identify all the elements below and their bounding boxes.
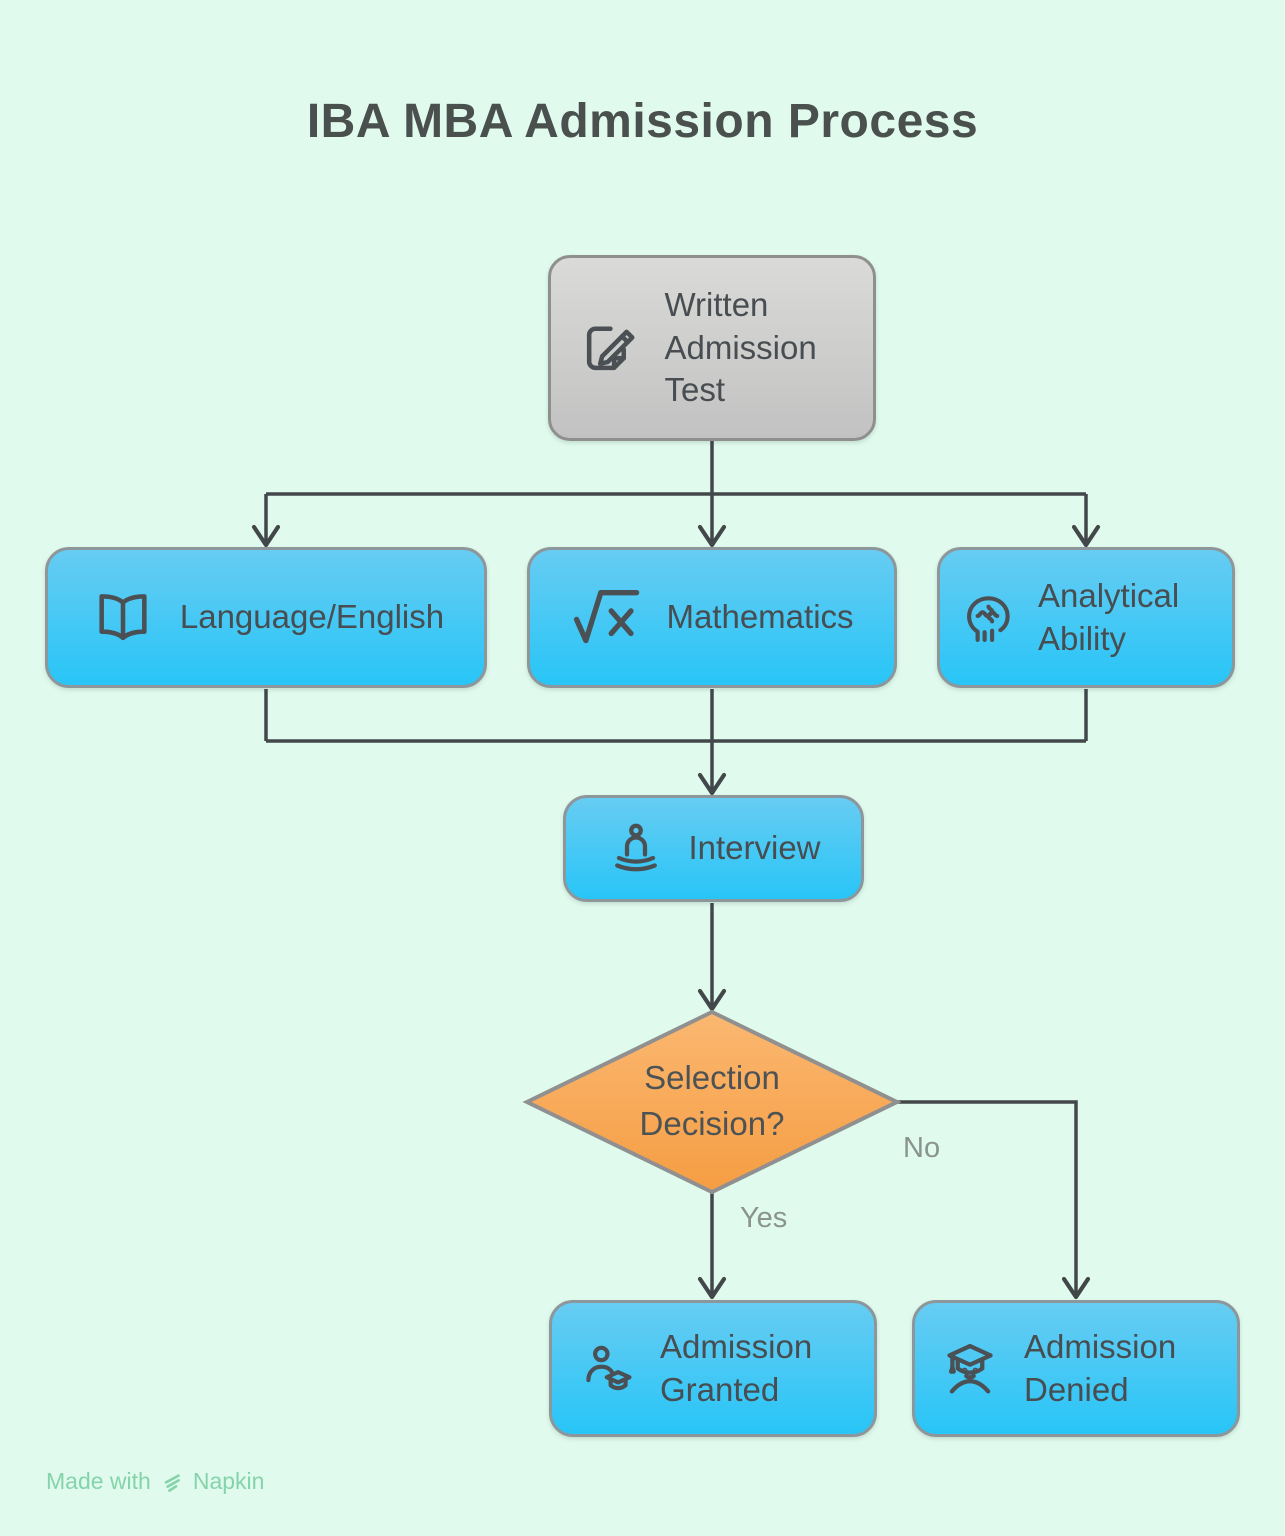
graduate-face-icon [938,1337,1002,1401]
made-with-napkin-watermark: Made with Napkin [46,1468,264,1495]
node-label: Admission Denied [1024,1327,1177,1408]
pencil-note-icon [575,314,643,382]
page-title: IBA MBA Admission Process [306,95,979,148]
square-root-icon [570,587,644,649]
head-puzzle-icon [958,587,1020,649]
branch-label-yes: Yes [740,1202,788,1234]
node-label: Interview [688,829,821,867]
node-analytical-ability: Analytical Ability [937,547,1235,688]
node-label: Language/English [179,598,445,636]
brand-text: Napkin [192,1468,265,1494]
made-with-text: Made with [46,1468,151,1494]
person-gradcap-icon [576,1338,638,1400]
node-label: Mathematics [666,598,854,636]
node-label: Admission Granted [660,1327,813,1408]
node-mathematics: Mathematics [527,547,897,688]
node-label: Analytical Ability [1038,576,1180,657]
node-admission-denied: Admission Denied [912,1300,1240,1437]
open-book-icon [88,586,158,650]
napkin-logo-icon [164,1473,180,1492]
node-label: Written Admission Test [664,285,817,409]
node-selection-decision: Selection Decision? [639,1059,785,1143]
branch-label-no: No [903,1132,941,1164]
node-admission-granted: Admission Granted [549,1300,877,1437]
person-seated-icon [606,819,666,879]
node-language-english: Language/English [45,547,487,688]
node-interview: Interview [563,795,864,902]
node-written-admission-test: Written Admission Test [548,255,876,441]
